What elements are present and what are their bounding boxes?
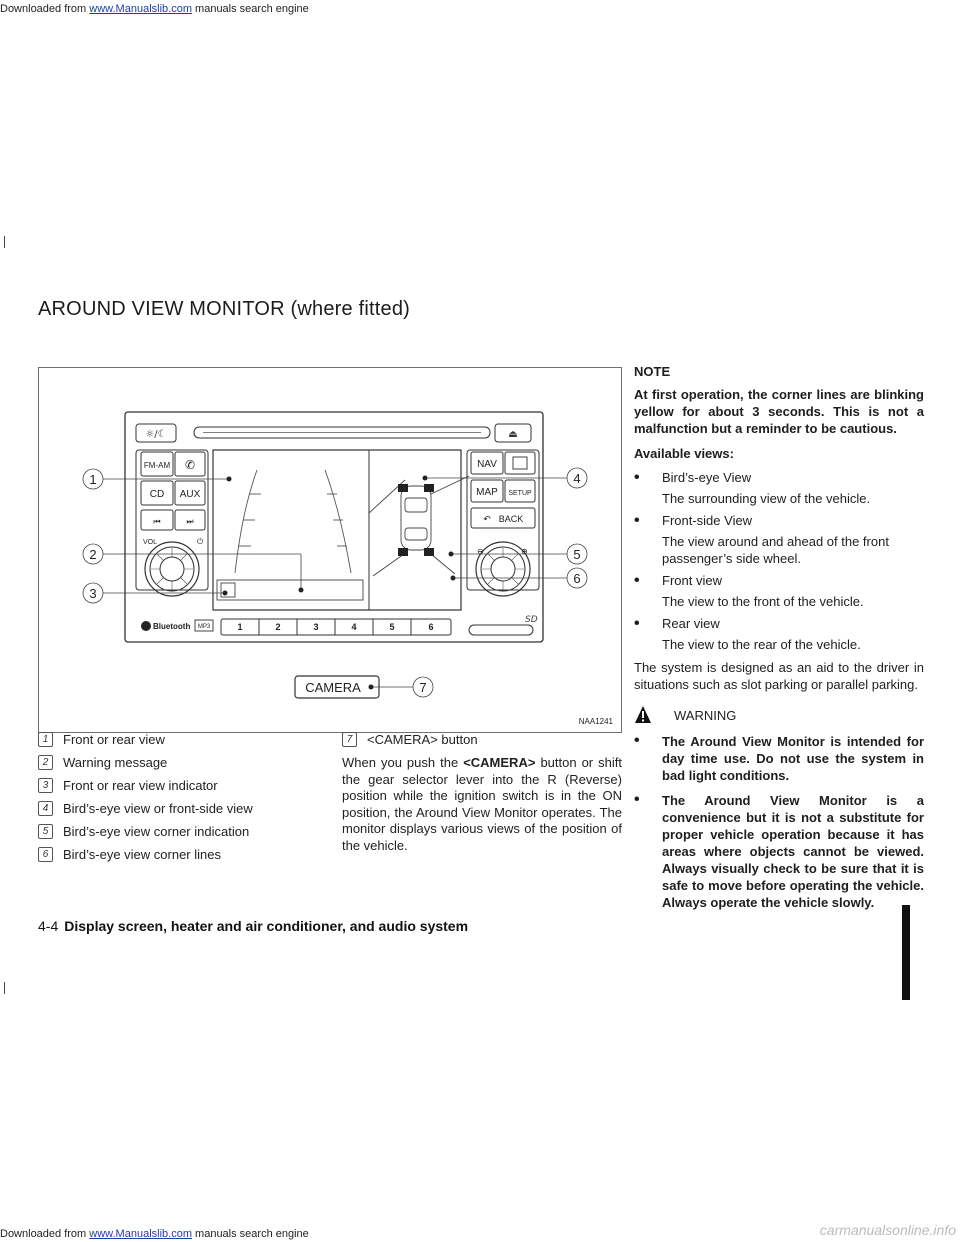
manualslib-link-bottom[interactable]: www.Manualslib.com (89, 1228, 192, 1240)
callout-7: 7 (419, 680, 426, 695)
note-title: NOTE (634, 364, 671, 379)
note-text: At first operation, the corner lines are… (634, 387, 924, 436)
back-button: BACK (499, 514, 524, 524)
callout-1: 1 (89, 472, 96, 487)
watermark: carmanualsonline.info (819, 1222, 956, 1238)
fm-am-button: FM-AM (144, 461, 171, 470)
preset-6: 6 (428, 622, 433, 632)
view-desc: The view around and ahead of the front p… (662, 534, 889, 566)
view-desc: The surrounding view of the vehicle. (662, 491, 871, 506)
preset-3: 3 (313, 622, 318, 632)
figure-around-view-monitor: ☼/☾ ⏏ FM-AM ✆ CD AUX ⏮ ⏭ VOL ⏻ (38, 367, 622, 733)
setup-button: SETUP (508, 490, 532, 497)
warning-item: •The Around View Monitor is a convenienc… (634, 791, 924, 911)
download-header: Downloaded from www.Manualslib.com manua… (0, 3, 309, 15)
svg-text:SD: SD (525, 615, 538, 625)
warning-heading: WARNING (634, 705, 924, 725)
bluetooth-label: Bluetooth (153, 622, 190, 631)
chapter-tab (902, 905, 910, 1000)
chapter-title: Display screen, heater and air condition… (64, 918, 469, 934)
manualslib-link[interactable]: www.Manualslib.com (89, 3, 192, 15)
svg-text:⊖: ⊖ (477, 547, 484, 556)
preset-2: 2 (275, 622, 280, 632)
map-button: MAP (476, 487, 498, 498)
camera-description: 7<CAMERA> button When you push the <CAME… (342, 728, 622, 854)
head-unit-illustration: ☼/☾ ⏏ FM-AM ✆ CD AUX ⏮ ⏭ VOL ⏻ (82, 411, 588, 699)
vol-label: VOL (143, 539, 157, 546)
svg-text:⏏: ⏏ (508, 429, 517, 440)
preset-5: 5 (389, 622, 394, 632)
svg-text:⏮: ⏮ (153, 517, 160, 526)
nav-button: NAV (477, 459, 497, 470)
svg-text:⏭: ⏭ (186, 517, 193, 526)
callout-6: 6 (573, 571, 580, 586)
svg-text:☼/☾: ☼/☾ (145, 429, 166, 440)
download-footer: Downloaded from www.Manualslib.com manua… (0, 1228, 309, 1240)
callout-4: 4 (573, 471, 580, 486)
view-desc: The view to the rear of the vehicle. (662, 637, 861, 652)
legend-item-camera: 7<CAMERA> button (342, 728, 622, 751)
preset-1: 1 (237, 622, 242, 632)
svg-text:✆: ✆ (185, 458, 195, 472)
aux-button: AUX (180, 489, 201, 500)
svg-text:↶: ↶ (483, 515, 491, 525)
page-number: 4-4 (38, 918, 59, 934)
page-footer: 4-4 Display screen, heater and air condit… (38, 918, 468, 934)
callout-5: 5 (573, 547, 580, 562)
mp3-label: MP3 (198, 624, 211, 630)
callout-2: 2 (89, 547, 96, 562)
figure-code: NAA1241 (578, 717, 613, 726)
view-desc: The view to the front of the vehicle. (662, 594, 864, 609)
preset-4: 4 (351, 622, 356, 632)
warning-item: •The Around View Monitor is intended for… (634, 732, 924, 784)
svg-text:⏻: ⏻ (197, 537, 204, 546)
view-item: •Rear view (634, 615, 720, 632)
svg-text:⊕: ⊕ (521, 547, 528, 556)
notes-column: NOTE At first operation, the corner line… (634, 363, 924, 919)
system-text: The system is designed as an aid to the … (634, 660, 924, 692)
callout-3: 3 (89, 586, 96, 601)
warning-icon (635, 706, 651, 723)
view-item: •Front view (634, 572, 722, 589)
view-item: •Front-side View (634, 512, 753, 529)
cd-button: CD (150, 489, 164, 500)
views-title: Available views: (634, 446, 734, 461)
crop-mark (4, 982, 5, 994)
camera-paragraph: When you push the <CAMERA> button or shi… (342, 755, 622, 853)
view-item: •Bird’s-eye View (634, 469, 752, 486)
crop-mark (4, 236, 5, 248)
section-title: AROUND VIEW MONITOR (where fitted) (38, 298, 411, 320)
camera-button: CAMERA (305, 680, 361, 695)
